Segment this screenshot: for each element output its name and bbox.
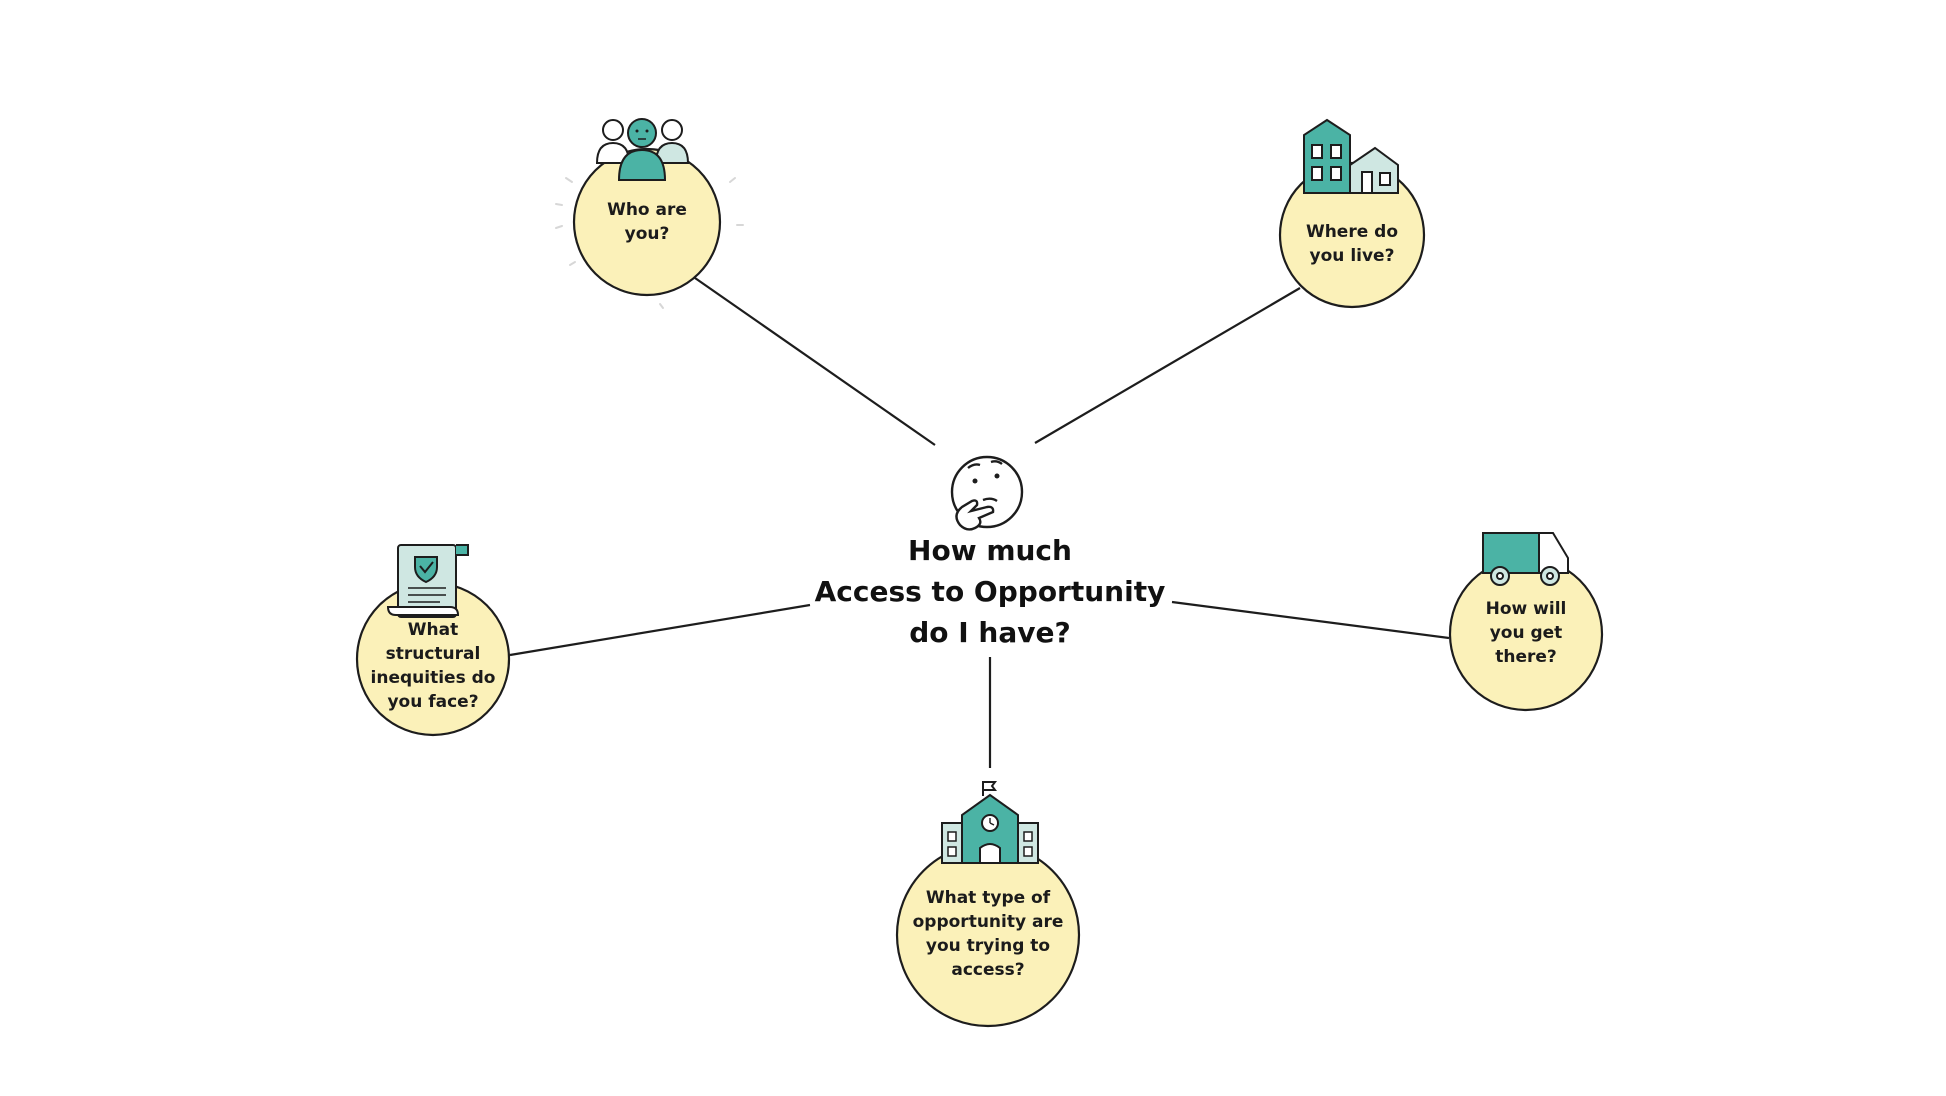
node-label-who: Who are you? — [607, 200, 687, 244]
school-building-icon — [941, 781, 1039, 864]
node-label-inequities: What structural inequities do you face? — [370, 620, 496, 712]
center-question-line-3: do I have? — [909, 616, 1071, 649]
center-question-line-2: Access to Opportunity — [814, 575, 1166, 608]
shield-document-icon — [386, 544, 469, 618]
connector-who — [694, 277, 936, 446]
connector-inequities — [509, 603, 811, 657]
center-question: How much Access to Opportunity do I have… — [790, 530, 1190, 653]
thinking-face-icon — [950, 455, 1024, 531]
truck-icon — [1482, 532, 1569, 586]
node-label-opportunity: What type of opportunity are you trying … — [912, 888, 1064, 980]
connector-transport — [1171, 600, 1450, 640]
sparkle-decoration — [555, 177, 744, 309]
node-label-transport: How will you get there? — [1485, 599, 1567, 667]
people-group-icon — [595, 118, 690, 181]
connector-where — [1034, 287, 1301, 444]
connectors — [509, 277, 1450, 768]
node-label-where: Where do you live? — [1305, 222, 1399, 266]
center-question-line-1: How much — [908, 534, 1072, 567]
circle-who — [572, 147, 722, 297]
houses-icon — [1303, 118, 1399, 194]
